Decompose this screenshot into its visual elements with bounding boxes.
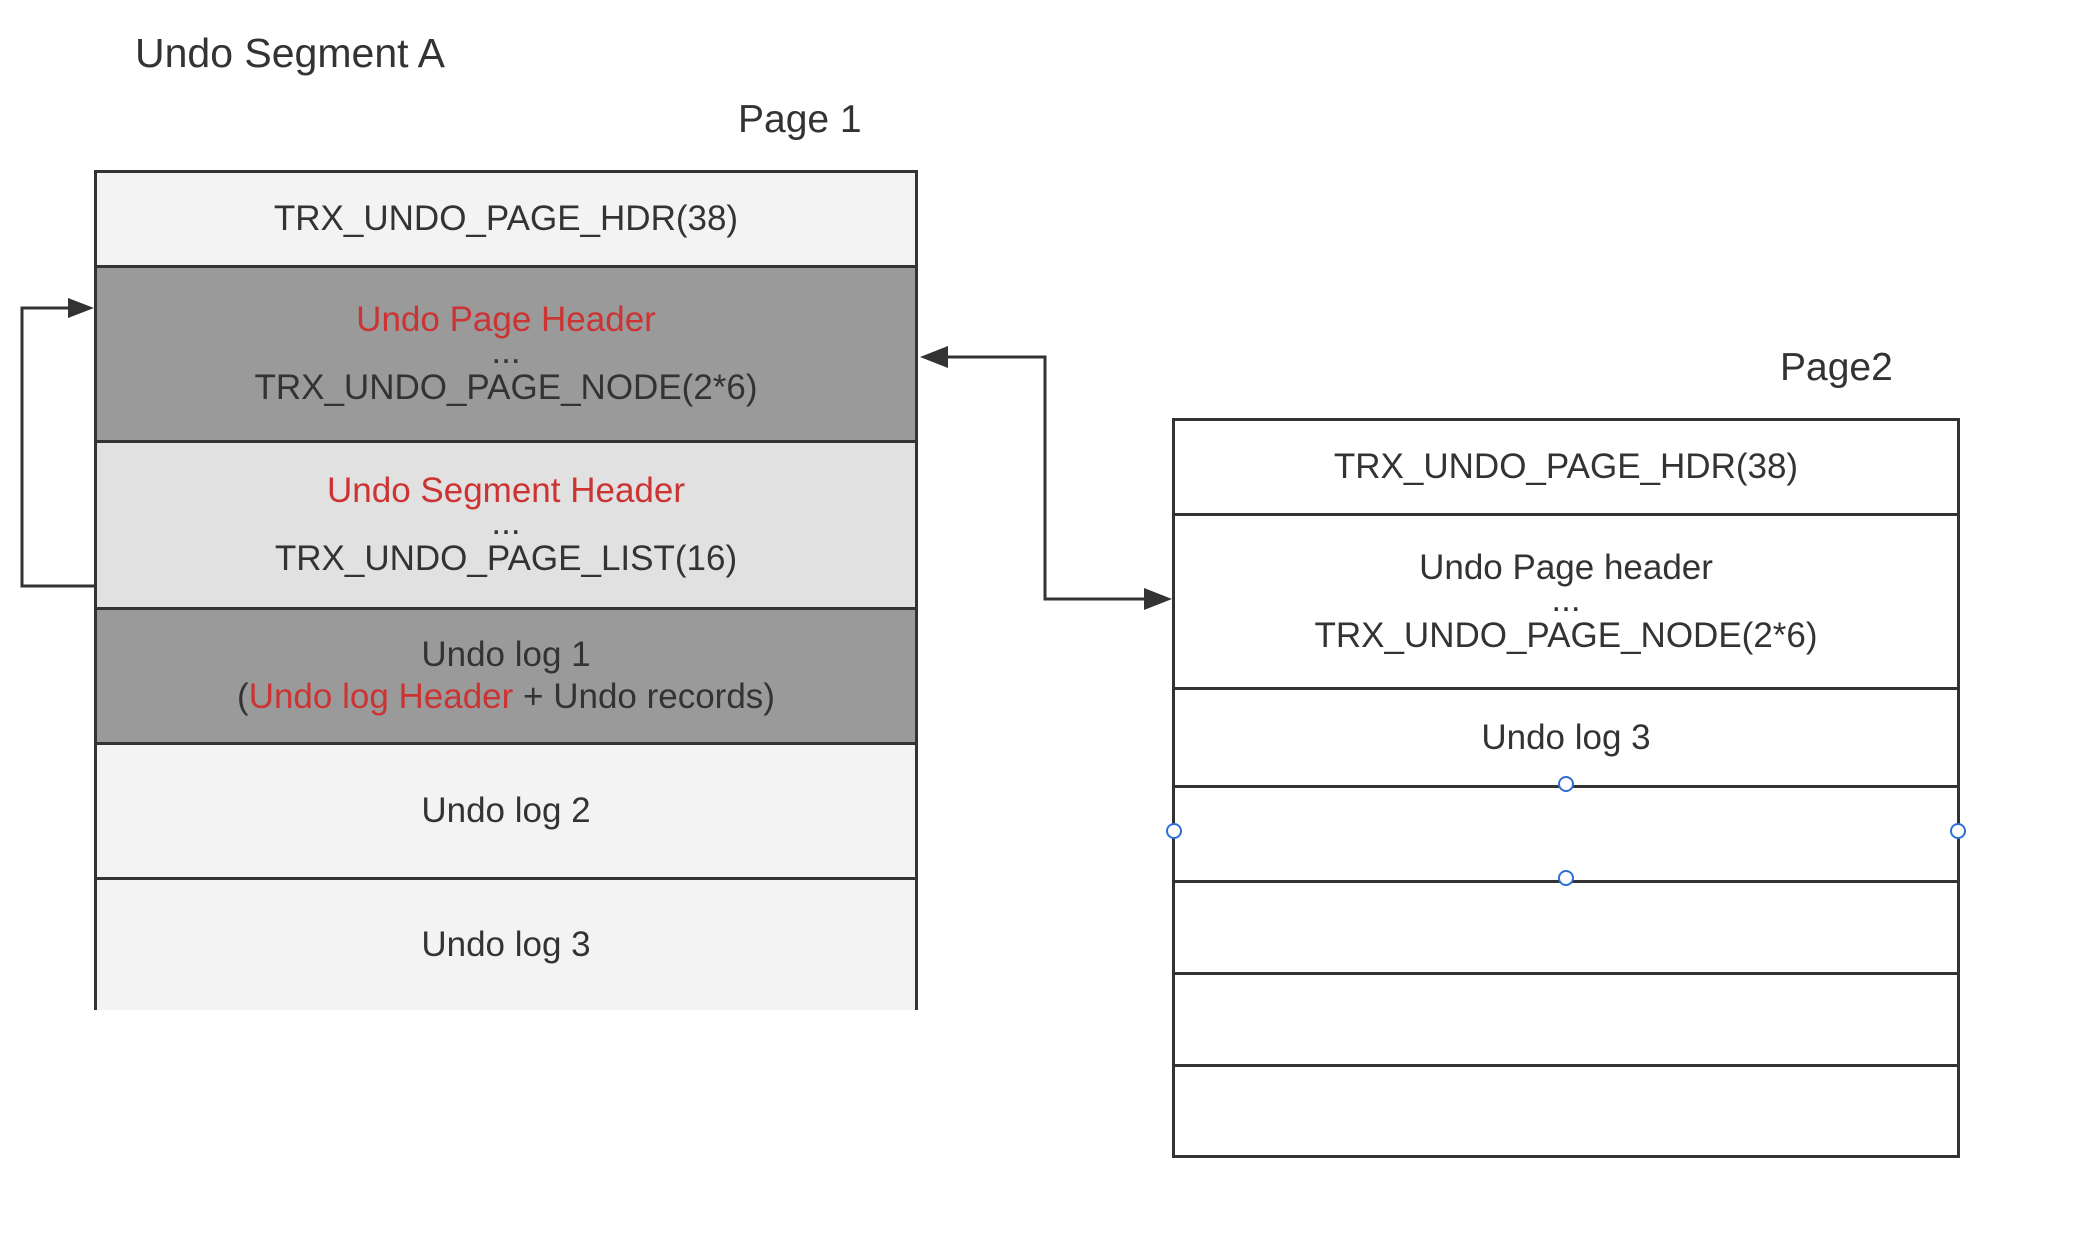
page1-label: Page 1 <box>738 98 862 141</box>
page1-segment-header-row: Undo Segment Header ... TRX_UNDO_PAGE_LI… <box>97 440 915 607</box>
page1-segment-header-title: Undo Segment Header <box>327 471 685 510</box>
page1-hdr-row: TRX_UNDO_PAGE_HDR(38) <box>97 173 915 265</box>
diagram-title: Undo Segment A <box>135 30 445 76</box>
page2-page-header-row: Undo Page header ... TRX_UNDO_PAGE_NODE(… <box>1175 513 1957 687</box>
page1-page-header-row: Undo Page Header ... TRX_UNDO_PAGE_NODE(… <box>97 265 915 440</box>
page2-log3-row: Undo log 3 <box>1175 687 1957 785</box>
page2-page-header-node: TRX_UNDO_PAGE_NODE(2*6) <box>1314 615 1818 655</box>
selection-handle-bottom[interactable] <box>1558 870 1574 886</box>
page1-log2-row: Undo log 2 <box>97 742 915 877</box>
page2-log3-text: Undo log 3 <box>1481 717 1651 757</box>
page-list-loop-connector <box>20 306 94 588</box>
selection-handle-left[interactable] <box>1166 823 1182 839</box>
page1-segment-header-list: TRX_UNDO_PAGE_LIST(16) <box>274 539 738 578</box>
page-list-loop-arrowhead <box>68 298 94 318</box>
page2-empty-row-3 <box>1175 972 1957 1064</box>
selection-handle-right[interactable] <box>1950 823 1966 839</box>
page2-page-header-title: Undo Page header <box>1419 547 1713 587</box>
page1-log1-title: Undo log 1 <box>421 635 591 674</box>
page1-page-header-node: TRX_UNDO_PAGE_NODE(2*6) <box>254 368 758 407</box>
page1-block: TRX_UNDO_PAGE_HDR(38) Undo Page Header .… <box>94 170 918 1010</box>
page-node-link-connector <box>944 355 1146 601</box>
page1-log1-rest: + Undo records) <box>513 677 775 716</box>
page1-log3-row: Undo log 3 <box>97 877 915 1010</box>
page1-hdr-text: TRX_UNDO_PAGE_HDR(38) <box>273 199 739 238</box>
page1-log1-open: ( <box>237 677 249 716</box>
page1-log1-detail: (Undo log Header + Undo records) <box>237 676 775 718</box>
page-node-link-arrowhead-right <box>1144 588 1172 610</box>
page1-log3-text: Undo log 3 <box>421 925 591 964</box>
page1-log1-header: Undo log Header <box>248 677 514 716</box>
selection-handle-top[interactable] <box>1558 776 1574 792</box>
page2-empty-row-4 <box>1175 1064 1957 1158</box>
page2-hdr-text: TRX_UNDO_PAGE_HDR(38) <box>1333 447 1799 486</box>
page2-hdr-row: TRX_UNDO_PAGE_HDR(38) <box>1175 421 1957 513</box>
page-node-link-arrowhead-left <box>920 346 948 368</box>
page1-page-header-title: Undo Page Header <box>356 300 656 339</box>
page2-label: Page2 <box>1780 346 1893 389</box>
page1-log2-text: Undo log 2 <box>421 791 591 830</box>
page1-log1-row: Undo log 1 (Undo log Header + Undo recor… <box>97 607 915 742</box>
